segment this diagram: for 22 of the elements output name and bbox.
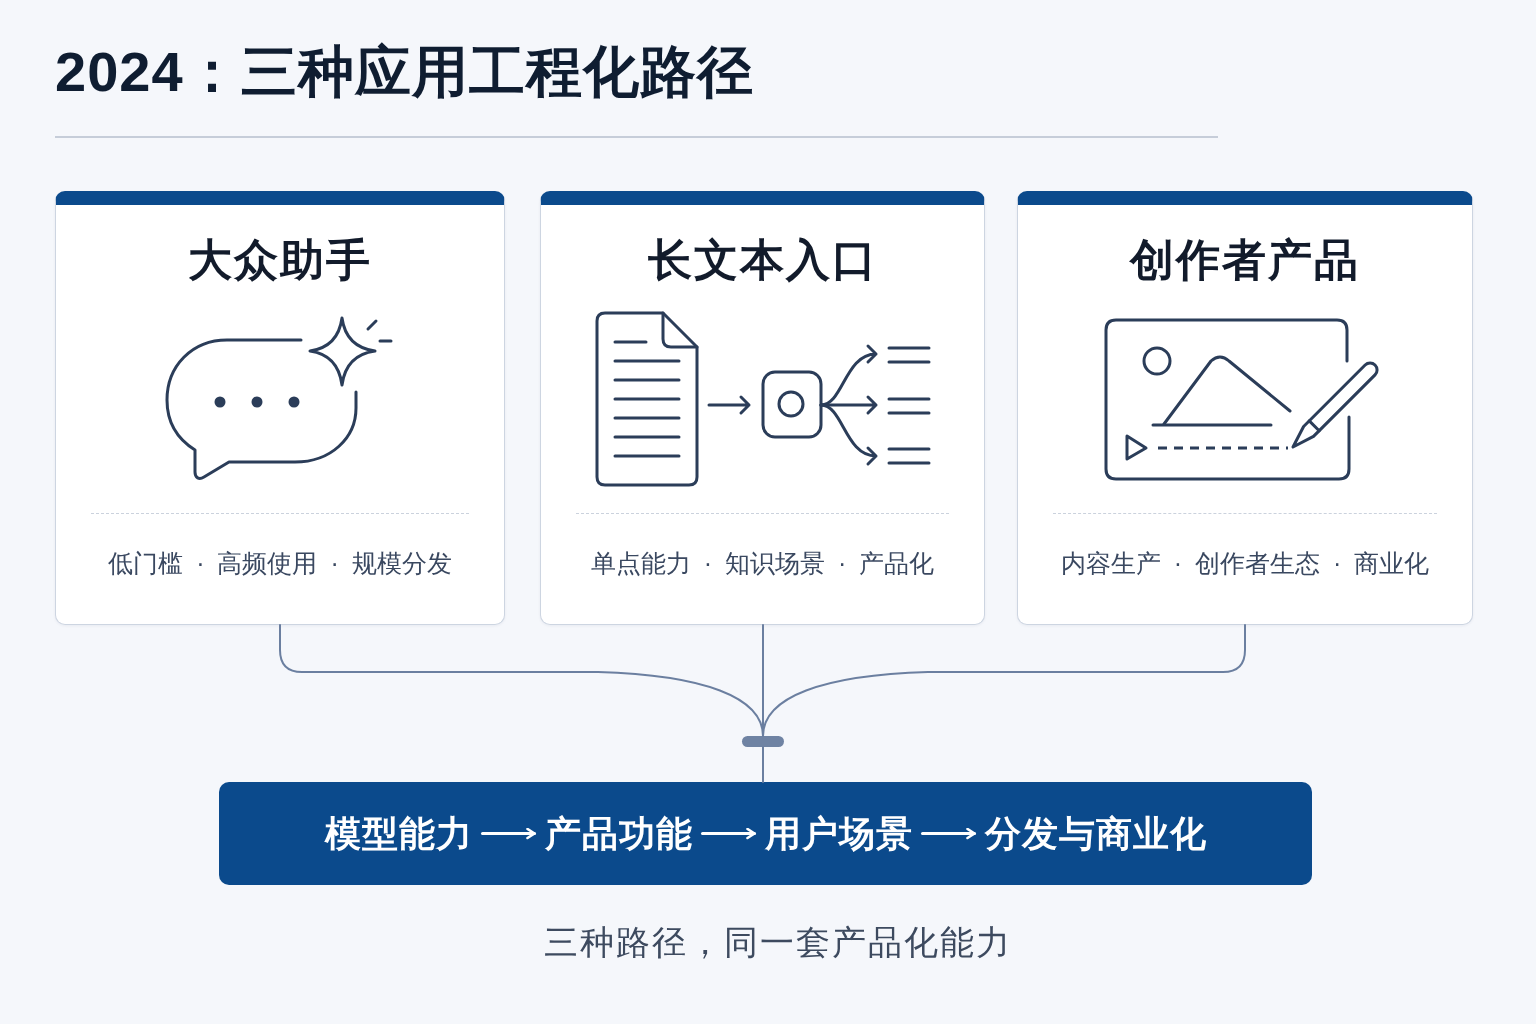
card-title: 创作者产品 <box>1130 234 1360 286</box>
path-card <box>1017 191 1473 625</box>
connector-line <box>762 746 764 783</box>
page-title: 2024：三种应用工程化路径 <box>55 39 754 105</box>
junction-bar <box>742 736 784 747</box>
step-label: 用户场景 <box>754 811 923 856</box>
process-banner <box>219 782 1312 885</box>
flow-arrow <box>701 827 756 840</box>
path-card <box>55 191 505 625</box>
step-label: 产品功能 <box>534 811 703 856</box>
card-title: 大众助手 <box>188 234 372 286</box>
card-title: 长文本入口 <box>647 234 878 286</box>
step-label: 分发与商业化 <box>974 811 1217 856</box>
card-tags: 内容生产 · 创作者生态 · 商业化 <box>1060 545 1430 581</box>
flow-arrow <box>481 827 536 840</box>
path-card <box>540 191 985 625</box>
card-tags: 低门槛 · 高频使用 · 规模分发 <box>108 545 452 581</box>
flow-arrow <box>921 827 976 840</box>
caption: 三种路径，同一套产品化能力 <box>543 922 1013 963</box>
connector-line <box>762 624 1246 737</box>
card-tags: 单点能力 · 知识场景 · 产品化 <box>590 545 935 581</box>
step-label: 模型能力 <box>314 811 483 856</box>
